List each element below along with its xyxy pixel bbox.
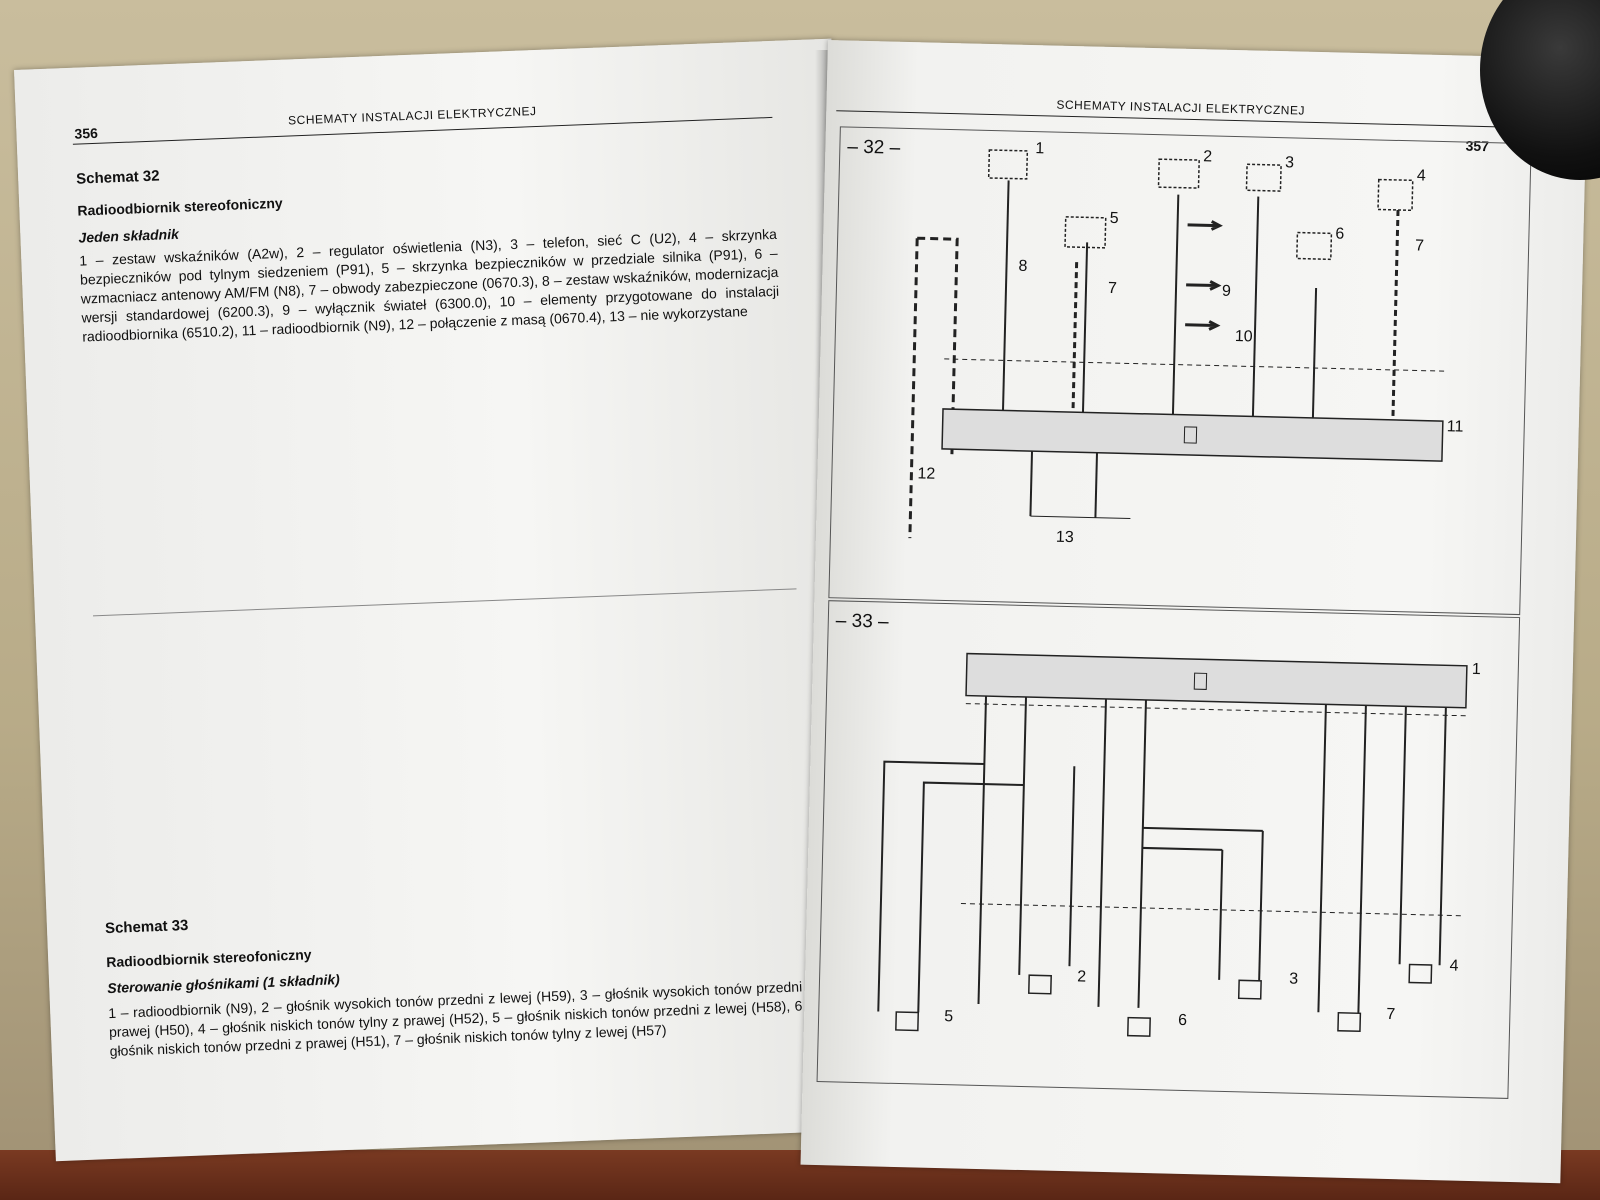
callout-d33-5: 5 [944,1008,953,1025]
callout-d33-2: 2 [1077,968,1086,985]
wiring-diagram-33: 1 2 3 4 5 6 7 [877,652,1481,1037]
callout-d33-1: 1 [1472,661,1481,678]
callout-d33-4: 4 [1449,957,1458,974]
callout-d32-12: 12 [917,465,935,482]
schemat32-heading: Schemat 32 [75,167,160,188]
callout-d32-7a: 7 [1415,237,1424,254]
running-head-left: SCHEMATY INSTALACJI ELEKTRYCZNEJ [287,103,537,128]
schemat32-subtitle: Jeden składnik [78,225,180,246]
callout-d33-3: 3 [1289,971,1298,988]
callout-d32-4: 4 [1417,167,1426,184]
callout-d32-11: 11 [1447,418,1464,435]
wiring-diagram-32: 1 2 3 4 5 6 7 7 8 9 10 11 12 13 [908,140,1464,546]
schemat33-title: Radioodbiornik stereofoniczny [106,946,312,971]
page-number-left: 356 [74,124,99,142]
schemat32-description: 1 – zestaw wskaźników (A2w), 2 – regulat… [79,225,780,345]
right-page: SCHEMATY INSTALACJI ELEKTRYCZNEJ 357 – 3… [800,40,1588,1184]
section-divider [92,588,797,617]
callout-d33-7: 7 [1386,1006,1395,1023]
left-page: 356 SCHEMATY INSTALACJI ELEKTRYCZNEJ Sch… [14,38,874,1162]
callout-d32-6: 6 [1335,225,1344,242]
callout-d32-2: 2 [1203,148,1212,165]
callout-d32-10: 10 [1235,328,1253,345]
callout-d32-9: 9 [1222,283,1231,300]
running-head-right: SCHEMATY INSTALACJI ELEKTRYCZNEJ [1056,97,1306,118]
callout-d32-3: 3 [1285,154,1294,171]
schemat32-title: Radioodbiornik stereofoniczny [77,194,283,219]
callout-d33-6: 6 [1178,1012,1187,1029]
callout-d32-1: 1 [1035,140,1044,157]
schemat33-heading: Schemat 33 [104,916,189,938]
schemat33-subtitle: Sterowanie głośnikami (1 składnik) [107,971,341,997]
callout-d32-13: 13 [1056,529,1074,546]
callout-d32-5: 5 [1110,210,1119,227]
callout-d32-8: 8 [1018,258,1027,275]
callout-d32-7b: 7 [1108,280,1117,297]
